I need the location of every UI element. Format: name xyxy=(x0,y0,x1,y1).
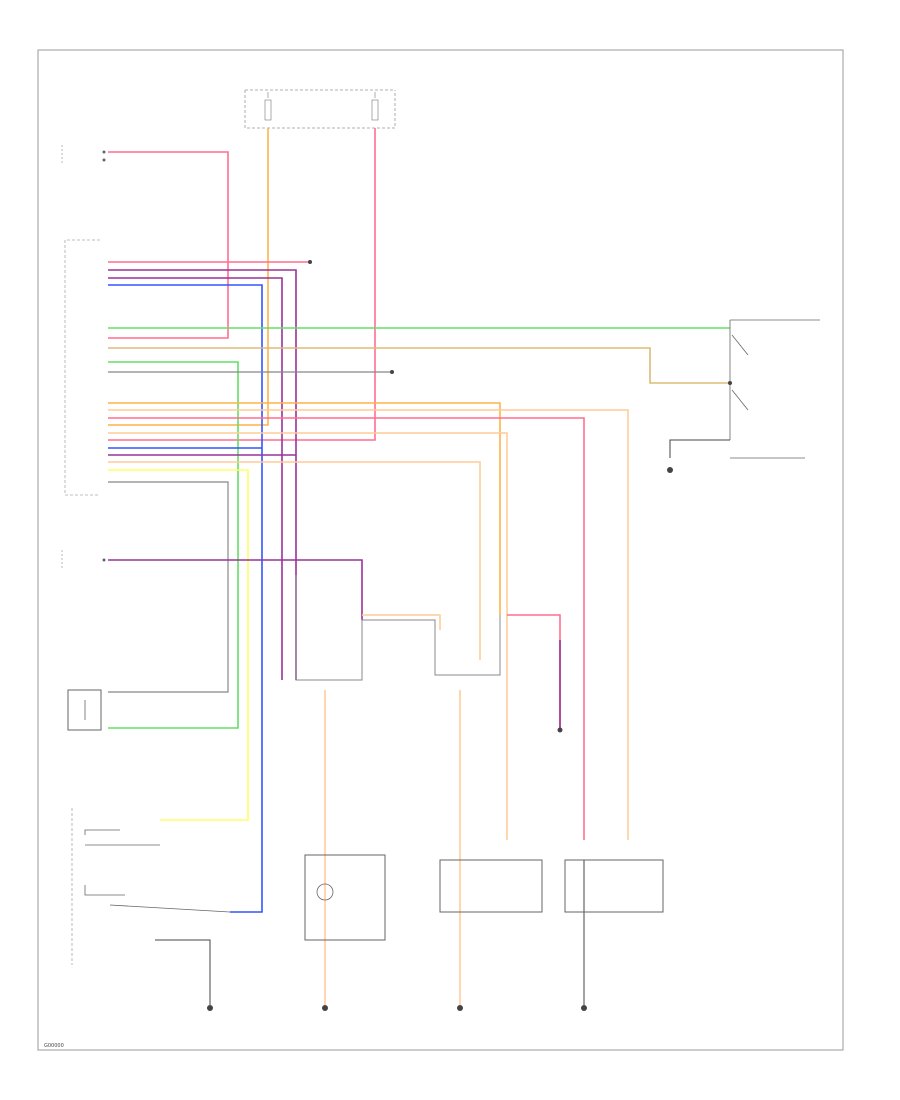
lamp-module xyxy=(304,854,386,941)
fuse-block xyxy=(244,89,396,129)
wire-orange-1 xyxy=(108,402,501,615)
wire-purple-2 xyxy=(108,277,283,680)
switch-connector-mid xyxy=(61,550,106,570)
wire-gray-2 xyxy=(108,481,229,693)
wire-orange-fuse xyxy=(108,128,269,426)
junction-top xyxy=(308,260,312,264)
wire-light-orange-2 xyxy=(108,432,508,840)
right-switch xyxy=(667,319,820,473)
wire-pink-2 xyxy=(108,417,585,840)
wire-yellow xyxy=(108,469,249,821)
junction-dot xyxy=(557,727,563,733)
diagram-border xyxy=(37,49,844,1051)
lower-switch xyxy=(71,808,231,965)
switch-connector-top xyxy=(61,145,106,165)
wire-pink-purple xyxy=(507,614,561,730)
main-connector-bracket xyxy=(64,239,100,496)
junction-gray xyxy=(390,370,394,374)
wire-light-orange-relay xyxy=(362,614,441,630)
corner-id: G00000 xyxy=(44,1043,64,1049)
wire-blue-harness xyxy=(108,284,263,913)
wire-light-orange-1 xyxy=(108,409,629,840)
wire-pink-top xyxy=(108,151,229,339)
wire-light-orange-3 xyxy=(108,461,481,660)
ground-symbols xyxy=(207,1005,587,1011)
wire-purple-relay xyxy=(108,559,363,620)
wire-tan xyxy=(108,347,730,384)
wire-ground-left xyxy=(155,939,211,1005)
wire-purple-harness xyxy=(108,269,297,680)
relay-module-right xyxy=(564,859,664,913)
wire-pink-fuse xyxy=(108,128,376,441)
relay-module-left xyxy=(439,859,543,913)
sensor-block xyxy=(67,689,102,731)
wire-green-down xyxy=(108,361,239,729)
relay-box xyxy=(295,575,501,681)
